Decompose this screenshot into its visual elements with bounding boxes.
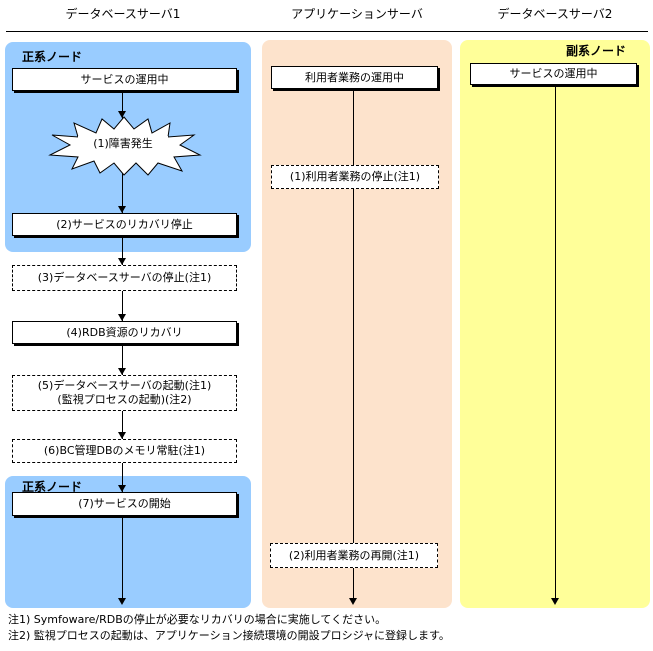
arrowhead-to-fault (118, 111, 126, 118)
db2-service-running-box: サービスの運用中 (470, 63, 637, 85)
arrowhead-db1-end (118, 598, 126, 605)
db2-connector-line (555, 86, 556, 599)
app-server-panel (262, 40, 452, 608)
arrowhead-to-db-start (118, 368, 126, 375)
column-title-db2: データベースサーバ2 (497, 7, 613, 21)
user-ops-stop-box: (1)利用者業務の停止(注1) (271, 165, 439, 189)
user-ops-resume-box: (2)利用者業務の再開(注1) (270, 543, 438, 568)
column-title-app: アプリケーションサーバ (291, 7, 423, 21)
rdb-recovery-box: (4)RDB資源のリカバリ (12, 321, 237, 344)
arrowhead-to-db-stop (118, 258, 126, 265)
secondary-node-label: 副系ノード (566, 44, 627, 58)
db1-service-running-box: サービスの運用中 (12, 68, 237, 91)
column-title-db1: データベースサーバ1 (65, 7, 181, 21)
service-start-box: (7)サービスの開始 (12, 492, 237, 516)
footnote-1: 注1) Symfoware/RDBの停止が必要なリカバリの場合に実施してください… (8, 613, 387, 626)
primary-node-label-bottom: 正系ノード (22, 480, 83, 494)
arrowhead-to-recovery-stop (118, 206, 126, 213)
bc-resident-box: (6)BC管理DBのメモリ常駐(注1) (12, 439, 237, 463)
db-server-stop-box: (3)データベースサーバの停止(注1) (12, 265, 237, 291)
db-server-start-box: (5)データベースサーバの起動(注1) (監視プロセスの起動)(注2) (12, 375, 237, 411)
arrowhead-to-service-start (118, 485, 126, 492)
arrowhead-to-rdb-recovery (118, 314, 126, 321)
arrowhead-app-end (349, 598, 357, 605)
fault-label: (1)障害発生 (78, 136, 168, 152)
user-ops-running-box: 利用者業務の運用中 (271, 66, 438, 89)
header-divider (6, 31, 648, 32)
footnote-2: 注2) 監視プロセスの起動は、アプリケーション接続環境の開設プロシジャに登録しま… (8, 629, 450, 642)
app-connector-line (353, 90, 354, 599)
arrowhead-to-bc-resident (118, 432, 126, 439)
arrowhead-db2-end (551, 598, 559, 605)
db1-connector-line (122, 92, 123, 599)
service-recovery-stop-box: (2)サービスのリカバリ停止 (12, 213, 237, 236)
primary-node-label-top: 正系ノード (22, 50, 83, 64)
